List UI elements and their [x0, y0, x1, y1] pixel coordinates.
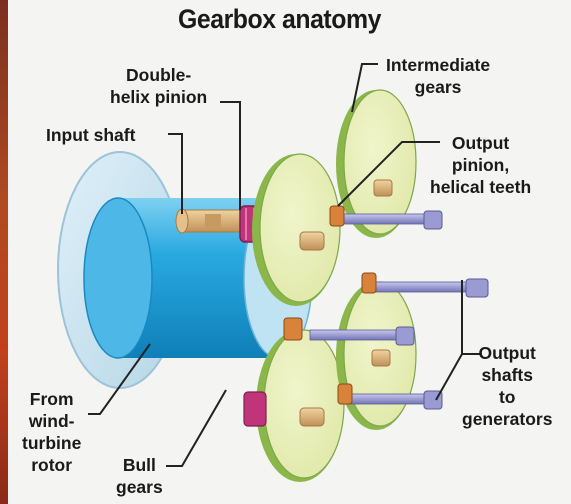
label-line: turbine — [22, 432, 81, 454]
label-line: Bull — [116, 454, 163, 476]
label-output-pinion: Output pinion, helical teeth — [430, 132, 531, 198]
label-bull-gears: Bull gears — [116, 454, 163, 498]
bull-gear-upper — [252, 154, 340, 306]
label-from-rotor: From wind- turbine rotor — [22, 388, 81, 476]
label-line: pinion, — [430, 154, 531, 176]
input-shaft — [176, 209, 248, 233]
label-line: gears — [116, 476, 163, 498]
label-line: Output — [462, 342, 552, 364]
label-line: Input shaft — [46, 124, 135, 146]
label-line: From — [22, 388, 81, 410]
label-line: generators — [462, 408, 552, 430]
label-output-shafts: Output shafts to generators — [462, 342, 552, 430]
diagram-title: Gearbox anatomy — [178, 4, 381, 35]
label-line: rotor — [22, 454, 81, 476]
label-line: Double- — [110, 64, 207, 86]
label-line: to — [462, 386, 552, 408]
label-line: wind- — [22, 410, 81, 432]
label-line: Output — [430, 132, 531, 154]
label-line: helical teeth — [430, 176, 531, 198]
intermediate-gear-bottom — [336, 282, 416, 430]
label-line: shafts — [462, 364, 552, 386]
label-intermediate-gears: Intermediate gears — [386, 54, 490, 98]
label-double-helix-pinion: Double- helix pinion — [110, 64, 207, 108]
label-line: Intermediate — [386, 54, 490, 76]
label-line: gears — [386, 76, 490, 98]
label-line: helix pinion — [110, 86, 207, 108]
label-input-shaft: Input shaft — [46, 124, 135, 146]
